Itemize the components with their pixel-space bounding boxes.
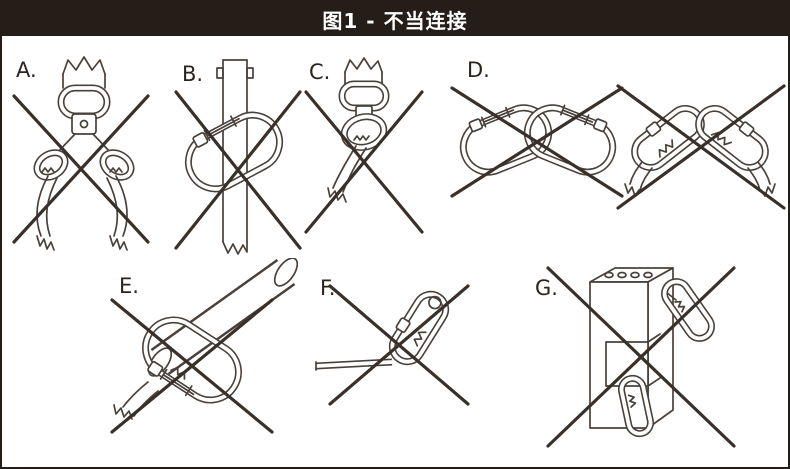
pipe-icon: [147, 258, 298, 377]
snap-hook-icon: [340, 113, 388, 151]
illustration-e-improper-connection: [110, 258, 298, 434]
illustration-g-improper-connection: [546, 266, 736, 448]
panel-d-snap-hooks: [612, 74, 788, 214]
snap-hook-icon: [617, 374, 655, 438]
panel-c: [300, 54, 430, 242]
panel-label-g: G.: [535, 276, 558, 300]
column-icon: [589, 267, 674, 429]
connector-link-icon: [55, 84, 113, 155]
illustration-a-improper-connection: [12, 56, 150, 251]
panel-g: [516, 258, 738, 452]
cross-x-icon: [616, 84, 786, 210]
bar-icon: [315, 358, 393, 371]
panel-d-carabiners: [448, 76, 628, 201]
webbing-icon: [344, 57, 383, 85]
illustration-c-improper-connection: [304, 57, 424, 234]
snap-hook-icon: [33, 149, 69, 181]
snap-hook-icon: [631, 104, 705, 172]
panel-label-d: D.: [467, 58, 490, 82]
snap-hook-icon: [388, 290, 450, 366]
panel-label-e: E.: [119, 274, 139, 298]
panel-e: [88, 258, 298, 446]
cross-x-icon: [110, 298, 274, 434]
panel-label-a: A.: [16, 58, 37, 82]
panel-f: [304, 272, 474, 412]
cross-x-icon: [12, 94, 150, 244]
rope-icon: [36, 175, 128, 251]
carabiner-icon: [184, 111, 284, 193]
connector-link-icon: [338, 80, 390, 119]
webbing-icon: [62, 56, 106, 89]
cross-x-icon: [546, 266, 736, 448]
panel-b: [168, 54, 308, 264]
illustration-f-improper-connection: [315, 284, 470, 406]
figure-canvas: A. B. C. D. E. F. G.: [2, 36, 788, 467]
illustration-b-improper-connection: [174, 59, 302, 255]
rope-icon: [327, 145, 367, 203]
cross-x-icon: [450, 86, 624, 198]
snap-hook-icon: [99, 149, 135, 181]
illustration-d-hook-to-hook: [616, 84, 786, 210]
snap-hook-icon: [695, 104, 769, 172]
panel-a: [6, 52, 156, 264]
figure-title-bar: 图1 - 不当连接: [2, 2, 788, 36]
cross-x-icon: [328, 284, 470, 406]
illustration-d-carabiner-to-carabiner: [450, 86, 624, 198]
panel-label-b: B.: [182, 62, 204, 86]
panel-label-f: F.: [320, 276, 336, 300]
cross-x-icon: [304, 90, 424, 234]
panel-label-c: C.: [309, 60, 331, 84]
figure-title: 图1 - 不当连接: [322, 8, 468, 33]
cross-x-icon: [174, 90, 302, 250]
